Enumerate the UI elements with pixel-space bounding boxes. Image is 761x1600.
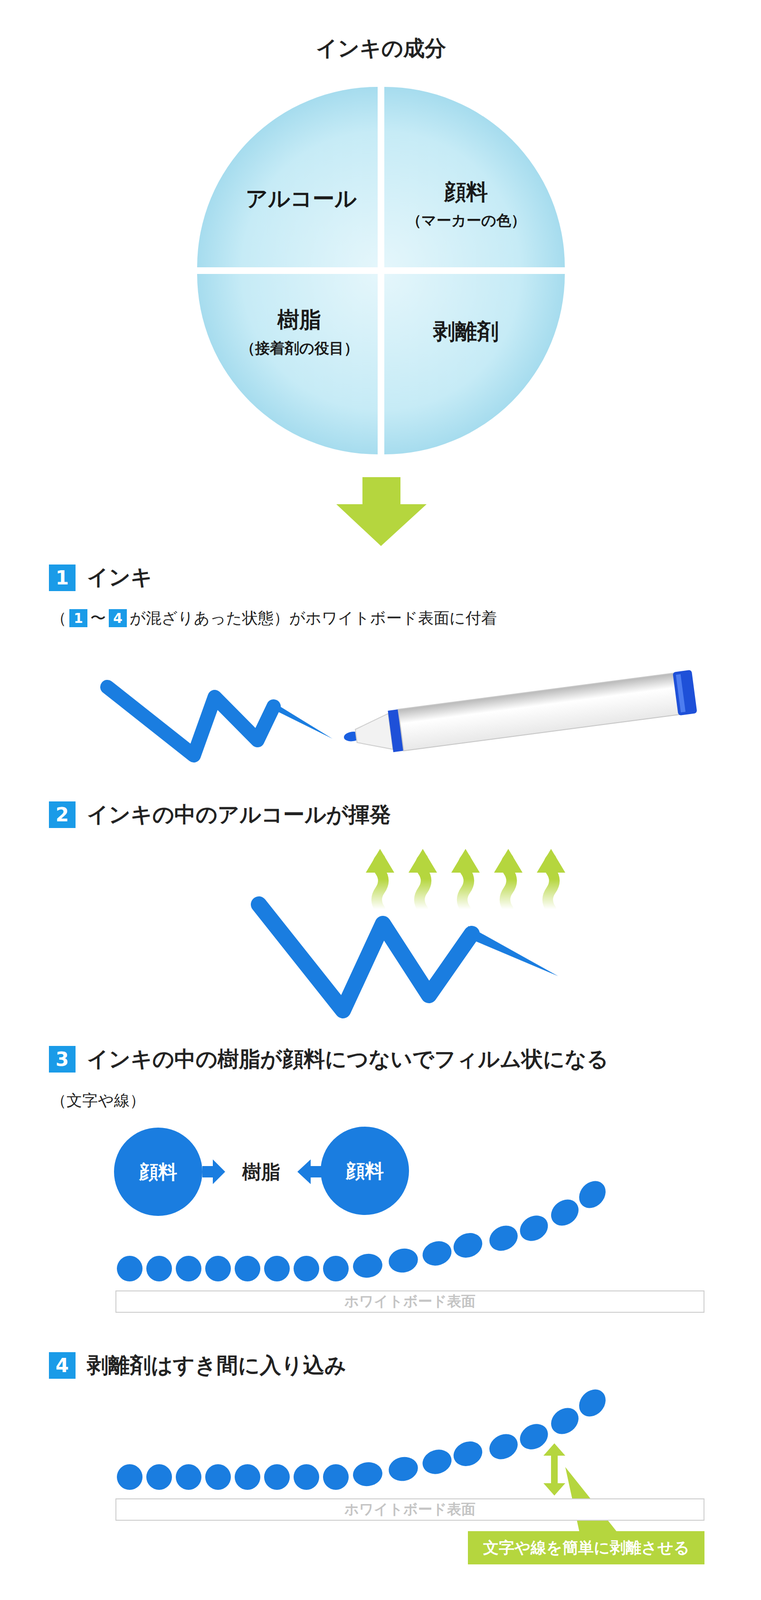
- quadrant-shape: [384, 274, 565, 455]
- pigment-dot: [175, 1256, 202, 1283]
- pigment-dot: [419, 1446, 455, 1479]
- component-name: 顔料: [406, 177, 526, 208]
- explanation-line: （1〜4が混ざりあった状態）がホワイトボード表面に付着: [50, 608, 497, 629]
- ink-component: アルコール: [197, 86, 378, 268]
- ink-stroke: [258, 904, 472, 1011]
- vapour-arrows: [365, 849, 566, 910]
- quadrant-fill: [384, 274, 565, 455]
- pigment-dot: [116, 1464, 143, 1491]
- step-number: 1: [69, 609, 88, 628]
- pigment-dot: [449, 1437, 486, 1472]
- quadrant-shape: [197, 274, 378, 455]
- step-heading: インキの中のアルコールが揮発: [86, 800, 391, 830]
- pigment-dot: [264, 1464, 290, 1491]
- explanation-text: 〜: [90, 608, 106, 630]
- step-heading: インキ: [86, 563, 153, 592]
- quadrant-fill: [197, 86, 378, 268]
- quadrant-text: 顔料（マーカーの色）: [406, 177, 526, 231]
- vapour-head: [451, 849, 480, 874]
- pigment-dot: [146, 1464, 172, 1491]
- bond-arrow: [202, 1160, 226, 1185]
- step-number: 1: [48, 564, 76, 592]
- quadrant-fill: [384, 86, 565, 268]
- callout-box: 文字や線を簡単に剥離させる: [467, 1531, 705, 1566]
- pigment-dot: [545, 1403, 584, 1441]
- pigment-dot: [234, 1464, 261, 1491]
- pigment-circle: 顔料: [320, 1127, 410, 1216]
- step-number: 4: [48, 1352, 76, 1380]
- whiteboard-surface: ホワイトボード表面: [115, 1499, 705, 1522]
- ink-stroke: [107, 687, 274, 756]
- pigment-dot: [485, 1221, 523, 1256]
- surface-label: ホワイトボード表面: [344, 1500, 476, 1521]
- quadrant-fill: [197, 274, 378, 455]
- pigment-dot: [293, 1256, 320, 1283]
- component-name: 樹脂: [240, 305, 359, 335]
- pigment-dot: [485, 1429, 523, 1465]
- down-arrow: [336, 477, 427, 547]
- vapour-head: [365, 849, 395, 874]
- pigment-dot: [514, 1210, 553, 1247]
- pigment-dot: [175, 1464, 202, 1491]
- pigment-dot: [116, 1256, 143, 1283]
- pigment-dot: [419, 1238, 455, 1271]
- step-number: 4: [108, 609, 127, 628]
- pigment-label: 顔料: [345, 1158, 384, 1185]
- pigment-dot: [514, 1419, 553, 1456]
- pigment-dots: [116, 1176, 611, 1491]
- whiteboard-surface: ホワイトボード表面: [115, 1291, 705, 1314]
- vapour-head: [536, 849, 566, 874]
- pigment-label: 顔料: [139, 1159, 178, 1186]
- quadrant-shape: [384, 86, 565, 268]
- explanation-text: （: [50, 608, 67, 630]
- pigment-dot: [205, 1464, 231, 1491]
- note-text: （文字や線）: [50, 1090, 146, 1113]
- pigment-dot: [351, 1252, 384, 1281]
- pigment-dot: [323, 1464, 349, 1491]
- pigment-dot: [573, 1384, 612, 1423]
- ink-component: 剥離剤: [384, 274, 565, 455]
- vapour-head: [494, 849, 523, 874]
- ink-component: 顔料（マーカーの色）: [384, 86, 565, 268]
- component-note: （接着剤の役目）: [240, 338, 359, 359]
- pigment-dot: [146, 1256, 172, 1283]
- quadrant-shape: [197, 86, 378, 268]
- bond-arrow: [297, 1160, 322, 1185]
- resin-label: 樹脂: [242, 1159, 281, 1186]
- gap-arrow: [543, 1444, 566, 1497]
- pigment-dot: [205, 1256, 231, 1283]
- component-name: アルコール: [245, 184, 357, 214]
- explanation-text: が混ざりあった状態）がホワイトボード表面に付着: [129, 608, 497, 630]
- pigment-dot: [264, 1256, 290, 1283]
- step-heading: 剥離剤はすき間に入り込み: [86, 1351, 347, 1381]
- pigment-dot: [545, 1194, 584, 1232]
- pigment-circle: 顔料: [114, 1128, 203, 1217]
- quadrant-text: アルコール: [245, 184, 357, 214]
- step-heading: インキの中の樹脂が顔料につないでフィルム状になる: [86, 1045, 609, 1075]
- ink-component: 樹脂 （接着剤の役目）: [197, 274, 378, 455]
- pigment-dot: [386, 1246, 420, 1276]
- pigment-dot: [449, 1229, 486, 1263]
- callout-text: 文字や線を簡単に剥離させる: [483, 1538, 690, 1560]
- diagram-title: インキの成分: [315, 34, 447, 63]
- pigment-dot: [293, 1464, 320, 1491]
- surface-label: ホワイトボード表面: [344, 1292, 476, 1313]
- ink-tail: [467, 926, 559, 977]
- step-number: 3: [48, 1046, 76, 1074]
- pigment-dot: [573, 1176, 612, 1215]
- marker: [341, 670, 698, 760]
- pigment-dot: [323, 1256, 349, 1283]
- pigment-dot: [386, 1455, 420, 1485]
- quadrant-text: 樹脂 （接着剤の役目）: [240, 305, 359, 359]
- component-note: （マーカーの色）: [406, 210, 526, 231]
- component-name: 剥離剤: [433, 317, 499, 347]
- step-number: 2: [48, 801, 76, 829]
- ink-tail: [270, 701, 333, 740]
- pigment-dot: [351, 1461, 384, 1489]
- vapour-head: [408, 849, 438, 874]
- quadrant-text: 剥離剤: [433, 317, 499, 347]
- pigment-dot: [234, 1256, 261, 1283]
